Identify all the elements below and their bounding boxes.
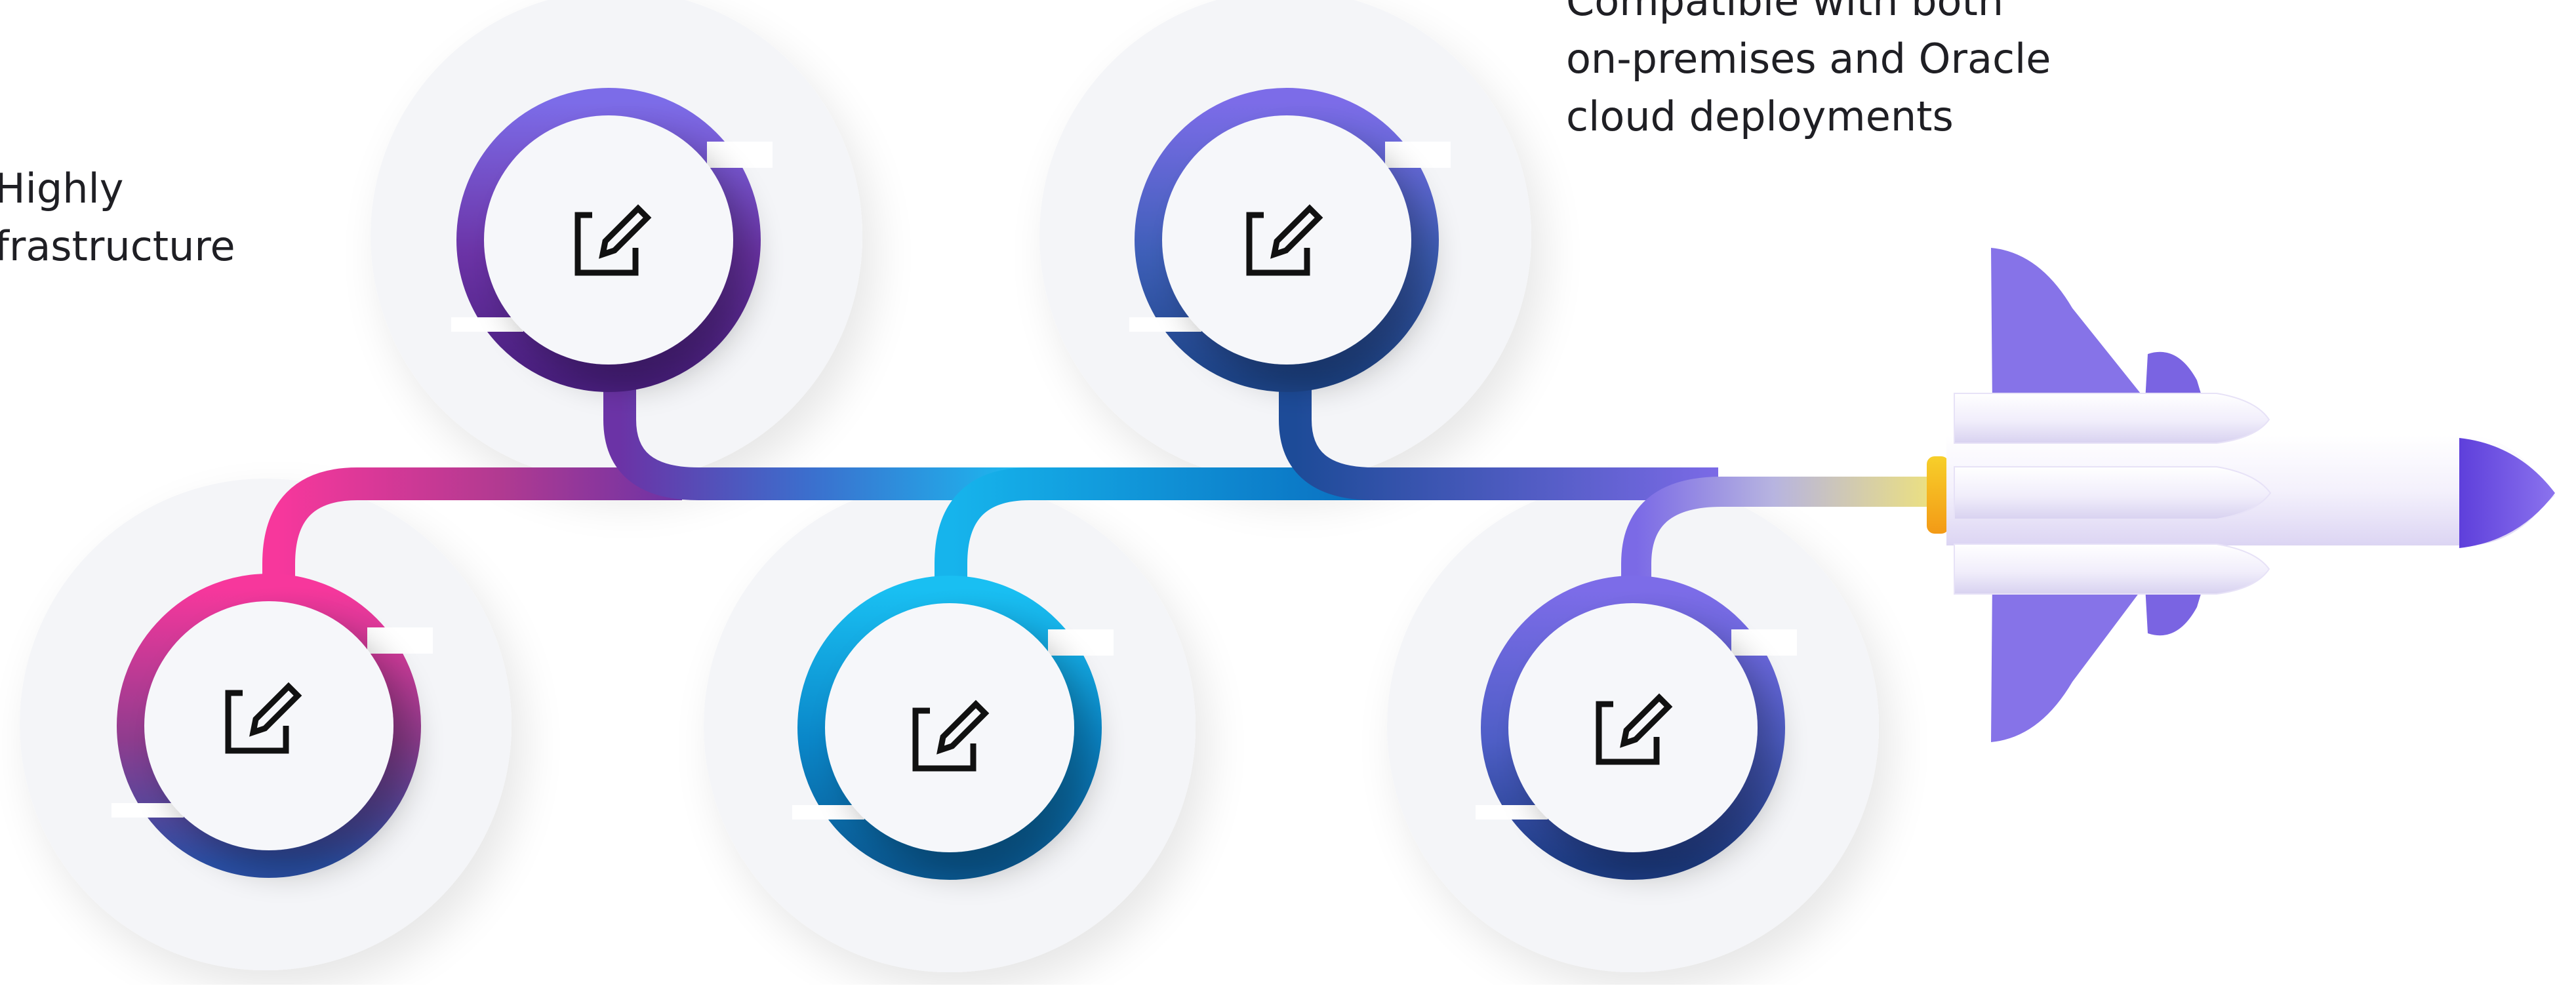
edit-icon: [912, 700, 990, 772]
caption-left: Highly frastructure: [0, 160, 235, 275]
rocket-flame: [1927, 456, 1949, 534]
path-segment-5: [1621, 477, 1941, 590]
caption-top-right: Compatible with both on-premises and Ora…: [1566, 0, 2051, 146]
caption-top-right-line-2: on-premises and Oracle: [1566, 35, 2051, 83]
edit-icon: [1596, 693, 1673, 765]
path-segment-2: [603, 385, 1036, 500]
step-node-3: [792, 576, 1114, 880]
edit-icon: [225, 682, 302, 754]
step-node-5: [1476, 576, 1797, 880]
rocket-wing-top: [1991, 248, 2151, 406]
step-node-4: [1129, 88, 1451, 392]
caption-top-right-line-3: cloud deployments: [1566, 92, 1954, 140]
edit-icon: [1246, 204, 1323, 276]
step-node-1: [111, 574, 433, 878]
caption-top-right-line-1: Compatible with both: [1566, 0, 2004, 25]
rocket-illustration: [1927, 248, 2555, 742]
path-segment-3: [935, 467, 1371, 590]
caption-left-line-1: Highly: [0, 165, 124, 212]
rocket-booster-middle: [1954, 466, 2272, 520]
rocket-wing-bottom: [1991, 577, 2151, 742]
rocket-nose: [2459, 438, 2555, 548]
rocket-booster-bottom: [1954, 543, 2270, 595]
path-segment-4: [1279, 385, 1718, 500]
edit-icon: [574, 204, 652, 276]
path-segment-1: [262, 467, 682, 590]
roadmap-path: [262, 385, 1941, 590]
rocket-booster-top: [1954, 393, 2270, 444]
step-node-2: [451, 88, 773, 392]
caption-left-line-2: frastructure: [0, 222, 235, 270]
